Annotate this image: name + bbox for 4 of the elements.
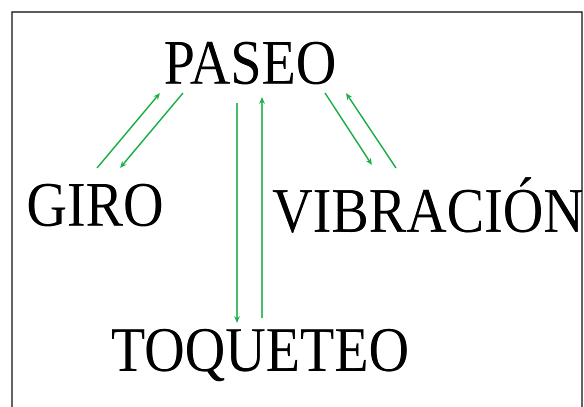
word-label: GIRO bbox=[28, 184, 162, 226]
word-label: PASEO bbox=[165, 42, 334, 84]
word-label: VIBRACIÓN bbox=[272, 177, 583, 233]
word-label: TOQUETEO bbox=[112, 328, 407, 382]
